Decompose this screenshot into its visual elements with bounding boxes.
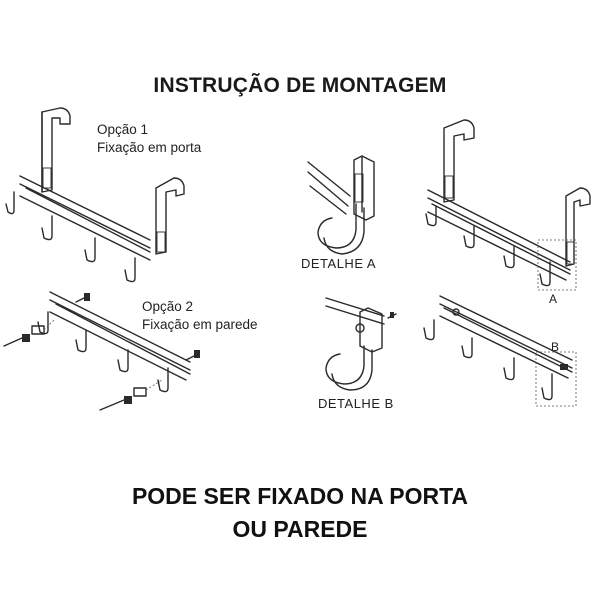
option-2-desc: Fixação em parede — [142, 317, 258, 332]
option-2-label: Opção 2 Fixação em parede — [142, 298, 258, 334]
wall-assembly-with-marker-b — [423, 295, 577, 407]
detail-b-label: DETALHE B — [318, 396, 394, 411]
marker-a-label: A — [549, 292, 558, 306]
page-title: INSTRUÇÃO DE MONTAGEM — [153, 74, 447, 97]
detail-a-illustration — [307, 155, 375, 255]
option-1-desc: Fixação em porta — [97, 140, 202, 155]
footer-line-2: OU PAREDE — [232, 516, 368, 542]
detail-b-illustration — [325, 297, 397, 391]
detail-a-label: DETALHE A — [301, 256, 377, 271]
door-assembly-with-marker-a — [425, 119, 591, 291]
wall-hook-rack-illustration — [3, 291, 200, 411]
option-2-title: Opção 2 — [142, 299, 194, 314]
option-1-title: Opção 1 — [97, 122, 149, 137]
door-hook-rack-illustration — [5, 107, 185, 283]
footer-line-1: PODE SER FIXADO NA PORTA — [131, 483, 469, 509]
marker-b-label: B — [551, 340, 560, 354]
option-1-label: Opção 1 Fixação em porta — [97, 121, 201, 157]
